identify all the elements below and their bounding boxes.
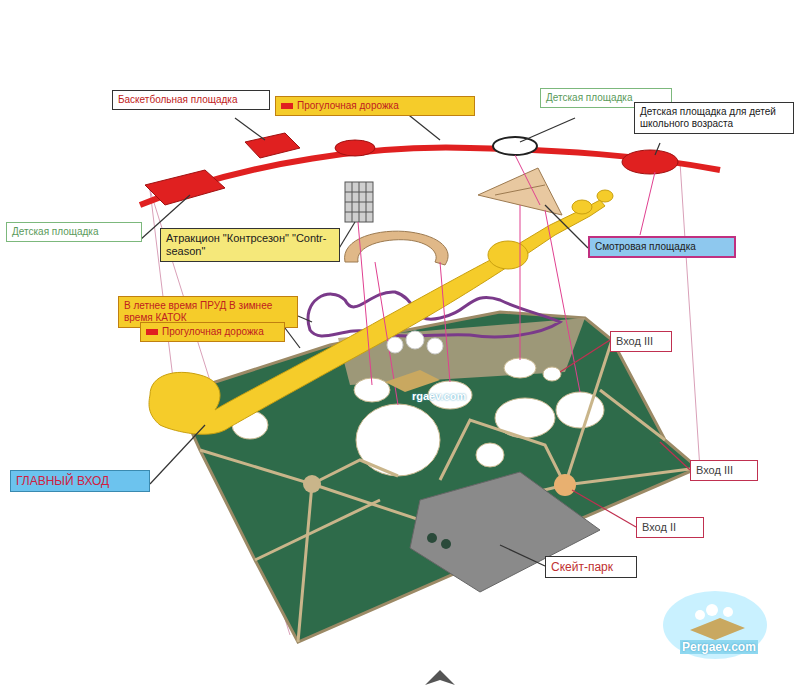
skate-objects: [427, 533, 451, 549]
illustration-part: [345, 182, 373, 222]
entrance-label: ГЛАВНЫЙ ВХОД: [10, 470, 150, 492]
illustration-part: [358, 222, 372, 385]
illustration-part: [200, 450, 312, 642]
illustration-part: [285, 328, 300, 348]
illustration-part: [338, 222, 355, 250]
callout-text: Баскетбольная площадка: [118, 94, 264, 106]
callout-text: Детская площадка: [12, 226, 136, 238]
illustration-part: [298, 316, 312, 322]
callout-bar: Прогулочная дорожка: [275, 96, 475, 116]
illustration-part: [706, 604, 718, 616]
illustration-part: [406, 331, 424, 349]
illustration-part: [680, 162, 700, 470]
illustration-part: [543, 367, 561, 381]
illustration-part: [545, 205, 588, 248]
illustration-part: [660, 442, 690, 470]
callout-bar: Прогулочная дорожка: [140, 322, 285, 342]
leader-lines: [140, 108, 690, 566]
callout-text: Прогулочная дорожка: [146, 326, 279, 338]
entrance-label: Вход III: [610, 331, 672, 352]
callout-text: Вход III: [616, 335, 666, 348]
watermark: rgaev.com: [412, 390, 466, 402]
illustration-part: [520, 205, 521, 360]
illustration-part: [515, 155, 540, 205]
illustration-part: [572, 200, 592, 214]
illustration-part: [695, 610, 705, 620]
callout-text: В летнее время ПРУД В зимнее время КАТОК: [124, 300, 292, 324]
illustration-part: [597, 190, 613, 202]
illustration-part: [235, 118, 265, 140]
callout-text: Детская площадка для детей школьного воз…: [640, 106, 788, 130]
illustration-part: [427, 338, 443, 354]
illustration-part: [427, 533, 437, 543]
illustration-part: [572, 490, 636, 527]
entrance-label: Вход II: [636, 517, 704, 538]
callout-box: Детская площадка для детей школьного воз…: [634, 102, 794, 134]
illustration-part: [345, 212, 373, 213]
scroll-arrow: [425, 670, 455, 685]
callout-text: Атракцион "Контрсезон" "Contr-season": [166, 232, 334, 258]
illustration-part: [640, 172, 655, 235]
logo: [663, 591, 767, 659]
callout-box: Атракцион "Контрсезон" "Contr-season": [160, 228, 340, 262]
trees: [387, 331, 443, 354]
illustration-part: [500, 545, 545, 566]
illustration-part: [140, 148, 720, 205]
attraction-building: [345, 182, 373, 222]
illustration-part: [345, 192, 373, 193]
illustration-part: [335, 140, 375, 156]
callout-text: Вход II: [642, 521, 698, 534]
illustration-part: [312, 460, 398, 484]
illustration-part: [387, 337, 403, 353]
entrance-label: Вход III: [690, 460, 758, 481]
illustration-part: [622, 150, 678, 174]
illustration-part: [255, 500, 380, 560]
entrance-plaza: [554, 474, 576, 496]
illustration-part: [150, 425, 205, 484]
illustration-part: [493, 137, 537, 155]
illustration-part: [655, 143, 660, 155]
illustration-part: [440, 262, 450, 382]
illustration-part: [476, 443, 504, 467]
illustration-part: [520, 118, 575, 142]
illustration-part: [345, 202, 373, 203]
callout-text: ГЛАВНЫЙ ВХОД: [16, 474, 144, 488]
watermark: Pergaev.com: [680, 640, 758, 654]
logo-ground: [385, 370, 440, 392]
callout-text: Вход III: [696, 464, 752, 477]
illustration-part: [600, 390, 665, 440]
illustration-part: [504, 358, 536, 378]
illustration-part: [441, 539, 451, 549]
upper-band: [140, 133, 720, 205]
callout-text: Скейт-парк: [551, 560, 631, 574]
callout-box: Детская площадка: [6, 222, 142, 242]
illustration-part: [690, 618, 745, 640]
illustration-part: [150, 190, 175, 395]
callout-text: Смотровая площадка: [595, 241, 729, 253]
illustration-part: [560, 340, 610, 372]
illustration-part: [556, 392, 604, 428]
callout-box: Скейт-парк: [545, 556, 637, 578]
illustration-part: [723, 607, 733, 617]
park-ground: [175, 312, 698, 642]
projection-lines: [358, 155, 655, 405]
illustration-part: [545, 210, 580, 392]
path-node: [303, 475, 321, 493]
illustration-part: [663, 591, 767, 659]
illustration-part: [440, 420, 565, 485]
illustration-part: [565, 468, 698, 485]
callout-box: Баскетбольная площадка: [112, 90, 270, 110]
triangle-detail: [495, 185, 545, 195]
illustration-part: [488, 241, 528, 269]
callout-box: Смотровая площадка: [588, 236, 736, 258]
callout-text: Прогулочная дорожка: [281, 100, 469, 112]
illustration-part: [565, 340, 612, 485]
illustration-part: [245, 133, 300, 158]
